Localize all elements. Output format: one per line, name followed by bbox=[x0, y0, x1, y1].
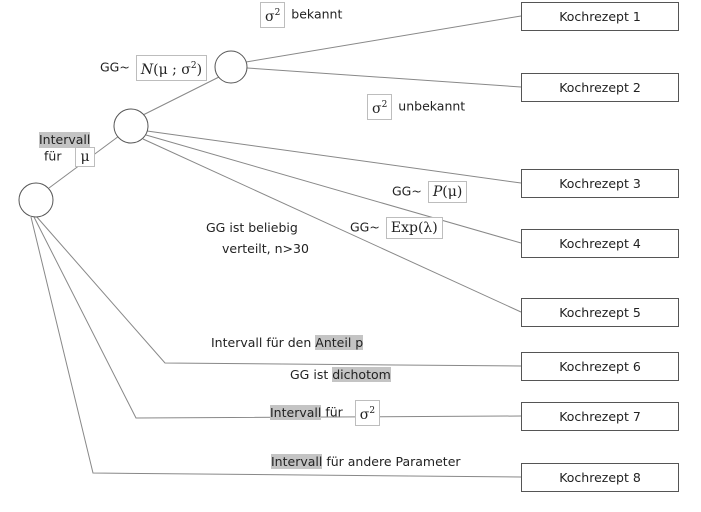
label-interval-other-parameters: Intervall für andere Parameter bbox=[271, 454, 461, 469]
normal-formula: N(μ ; σ2) bbox=[135, 55, 208, 81]
label-arbitrary-distribution-line2: verteilt, n>30 bbox=[222, 241, 309, 256]
sigma-squared-symbol: σ2 bbox=[367, 94, 393, 120]
edge-sigma-recipe2 bbox=[246, 67, 522, 88]
highlight-dichotom: dichotom bbox=[332, 367, 391, 382]
sigma-squared-symbol: σ2 bbox=[354, 400, 381, 426]
edge-sigma-recipe1 bbox=[245, 15, 522, 63]
recipe-box-7[interactable]: Kochrezept 7 bbox=[521, 402, 679, 431]
node-sigma-split bbox=[214, 50, 248, 84]
recipe-box-3[interactable]: Kochrezept 3 bbox=[521, 169, 679, 198]
recipe-box-2[interactable]: Kochrezept 2 bbox=[521, 73, 679, 102]
recipe-box-1[interactable]: Kochrezept 1 bbox=[521, 2, 679, 31]
label-normal-distribution: GG~N(μ ; σ2) bbox=[100, 55, 213, 81]
label-exponential-distribution: GG~Exp(λ) bbox=[350, 217, 449, 239]
label-poisson-distribution: GG~P(μ) bbox=[392, 181, 473, 203]
label-arbitrary-distribution-line1: GG ist beliebig bbox=[206, 220, 298, 235]
node-mu bbox=[113, 108, 149, 144]
recipe-box-5[interactable]: Kochrezept 5 bbox=[521, 298, 679, 327]
edge-mu-recipe4 bbox=[145, 134, 522, 244]
label-dichotomous: GG ist dichotom bbox=[290, 367, 391, 382]
exponential-formula: Exp(λ) bbox=[385, 217, 443, 239]
recipe-box-4[interactable]: Kochrezept 4 bbox=[521, 229, 679, 258]
edge-root-recipe7 bbox=[33, 216, 522, 419]
highlight-intervall: Intervall bbox=[271, 454, 323, 469]
edge-mu-sigma bbox=[142, 76, 220, 116]
edge-mu-recipe3 bbox=[146, 130, 522, 184]
mu-symbol: μ bbox=[75, 147, 95, 167]
label-interval-proportion: Intervall für den Anteil p bbox=[211, 335, 364, 350]
edge-mu-recipe5 bbox=[142, 138, 522, 313]
edge-root-recipe8 bbox=[30, 216, 522, 478]
node-root bbox=[18, 182, 54, 218]
recipe-box-6[interactable]: Kochrezept 6 bbox=[521, 352, 679, 381]
poisson-formula: P(μ) bbox=[427, 181, 468, 203]
edge-root-recipe6 bbox=[35, 215, 522, 367]
label-interval-heading: Intervall bbox=[39, 132, 91, 148]
recipe-box-8[interactable]: Kochrezept 8 bbox=[521, 463, 679, 492]
highlight-anteil: Anteil p bbox=[315, 335, 364, 350]
highlight-intervall: Intervall bbox=[270, 404, 322, 420]
sigma-squared-symbol: σ2 bbox=[260, 2, 286, 28]
